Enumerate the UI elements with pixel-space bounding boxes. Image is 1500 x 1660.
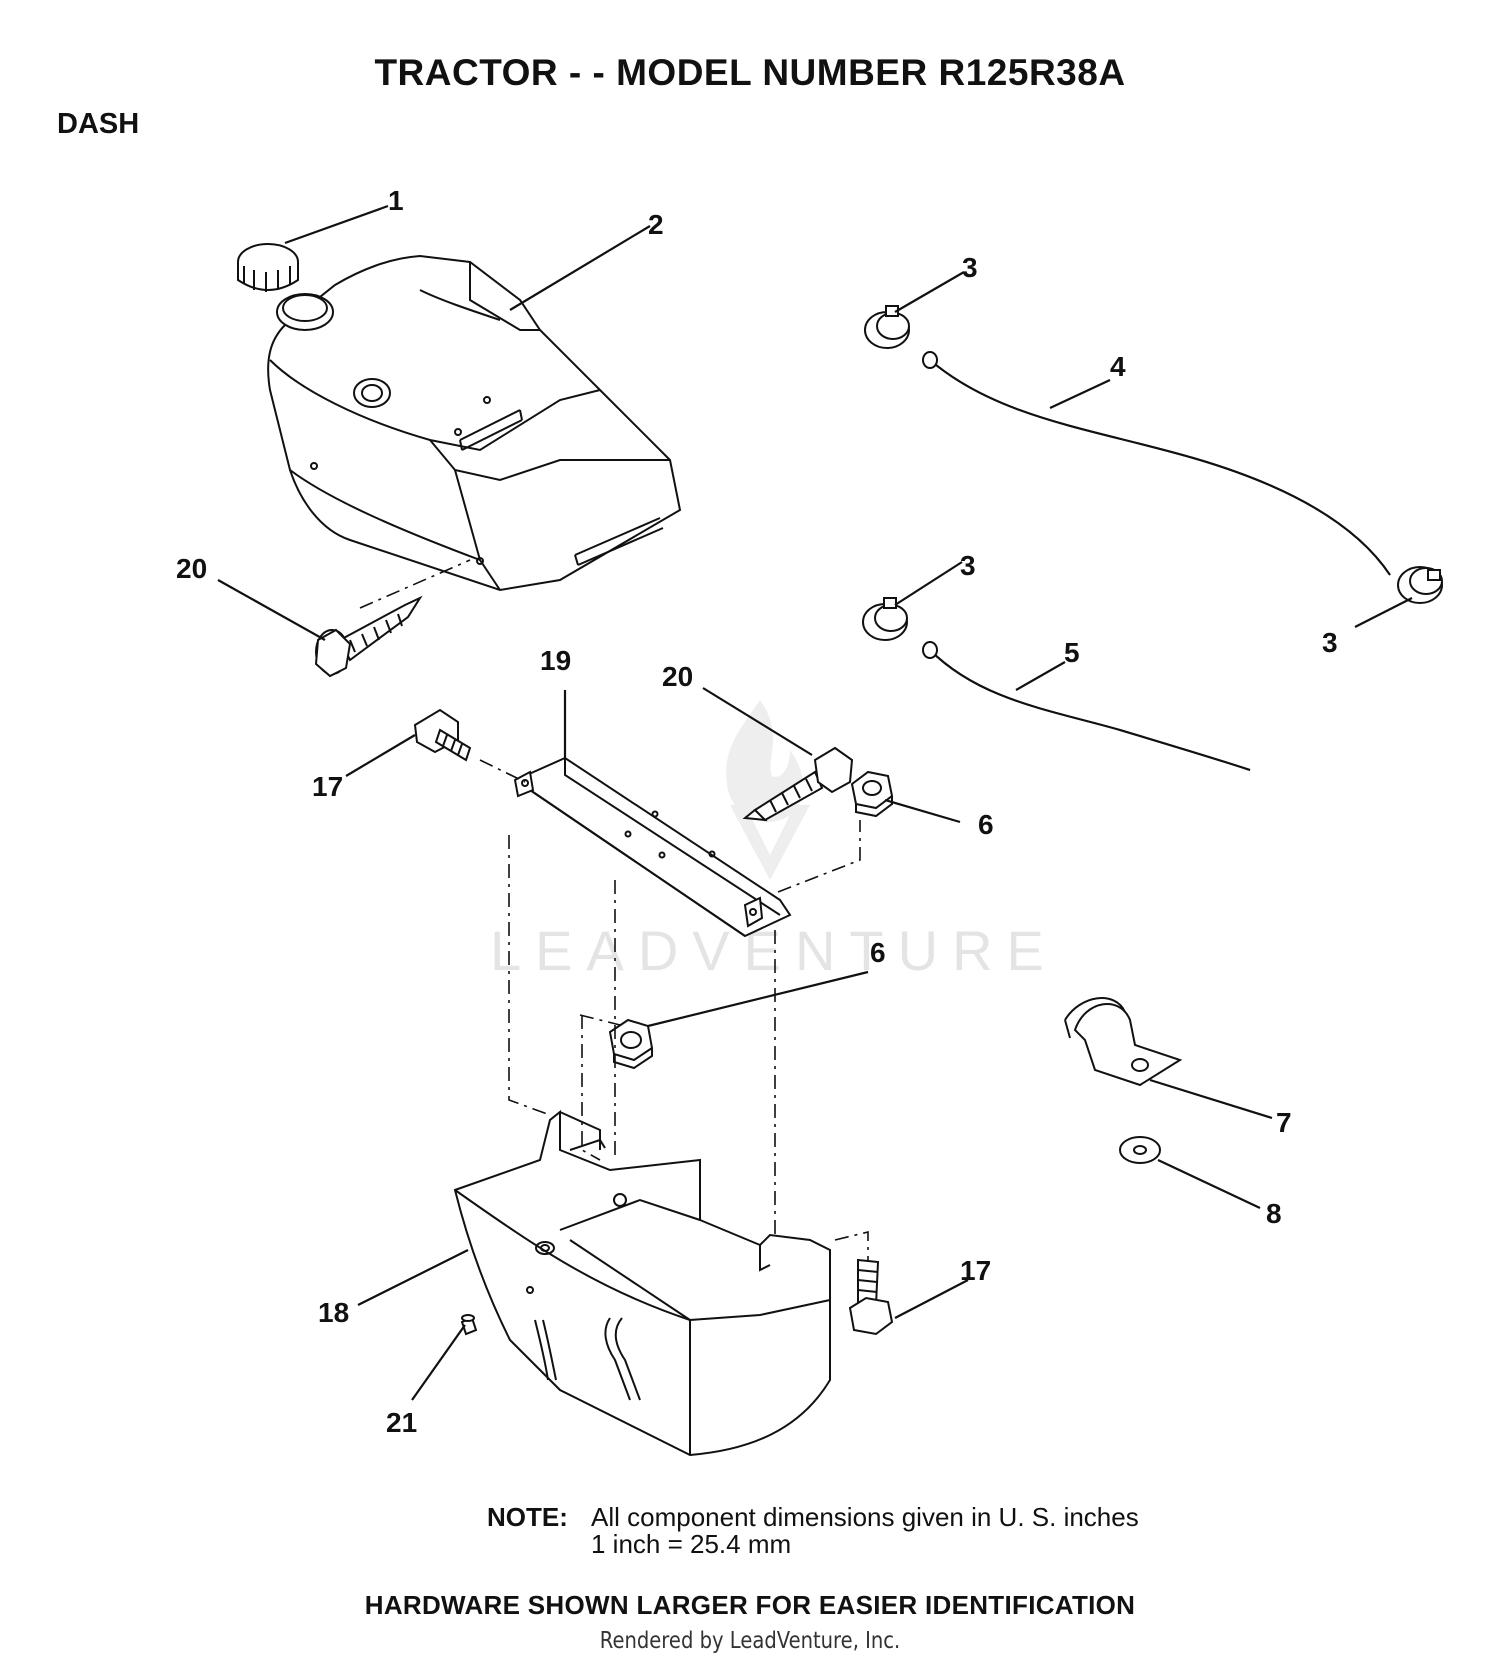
rendered-by-credit: Rendered by LeadVenture, Inc. bbox=[599, 1628, 901, 1654]
part-18-dash-panel bbox=[453, 1109, 831, 1457]
part-21-plug bbox=[460, 1314, 478, 1336]
callout-21: 21 bbox=[386, 1407, 417, 1438]
callout-17: 17 bbox=[960, 1255, 991, 1286]
callout-numbers: 1 2 3 3 3 4 5 6 6 7 8 17 17 18 19 20 20 … bbox=[176, 185, 1338, 1438]
part-1-fuel-cap bbox=[237, 243, 299, 292]
diagram-title: TRACTOR - - MODEL NUMBER R125R38A bbox=[374, 52, 1126, 93]
note-line-1: All component dimensions given in U. S. … bbox=[591, 1502, 1139, 1532]
leader-lines bbox=[217, 204, 1413, 1401]
part-5-fuel-hose-short bbox=[922, 641, 1251, 771]
callout-1: 1 bbox=[388, 185, 404, 216]
callout-20: 20 bbox=[662, 661, 693, 692]
watermark: LEADVENTURE bbox=[490, 700, 1058, 982]
part-2-dash-housing bbox=[267, 254, 682, 592]
callout-3: 3 bbox=[962, 252, 978, 283]
callout-6: 6 bbox=[978, 809, 994, 840]
section-label: DASH bbox=[57, 108, 140, 140]
callout-18: 18 bbox=[318, 1297, 349, 1328]
callout-5: 5 bbox=[1064, 637, 1080, 668]
callout-2: 2 bbox=[648, 209, 664, 240]
part-6-hex-nut-lower bbox=[608, 1018, 654, 1070]
hardware-notice: HARDWARE SHOWN LARGER FOR EASIER IDENTIF… bbox=[364, 1590, 1136, 1620]
part-17-bolt-upper bbox=[413, 708, 472, 762]
callout-3: 3 bbox=[1322, 627, 1338, 658]
part-20-screw-left bbox=[314, 595, 423, 678]
part-8-washer bbox=[1119, 1136, 1161, 1164]
callout-3: 3 bbox=[960, 550, 976, 581]
part-3-hose-clamp-top bbox=[864, 305, 910, 349]
part-4-fuel-hose-long bbox=[922, 351, 1391, 576]
note-line-2: 1 inch = 25.4 mm bbox=[591, 1529, 792, 1559]
part-7-hose-clip bbox=[1064, 997, 1183, 1087]
callout-19: 19 bbox=[540, 645, 571, 676]
callout-20: 20 bbox=[176, 553, 207, 584]
part-20-screw-center bbox=[742, 746, 854, 822]
callout-8: 8 bbox=[1266, 1198, 1282, 1229]
part-17-bolt-lower bbox=[848, 1258, 894, 1336]
callout-7: 7 bbox=[1276, 1107, 1292, 1138]
part-3-hose-clamp-right bbox=[1397, 566, 1443, 604]
note-label: NOTE: bbox=[487, 1502, 568, 1532]
callout-17: 17 bbox=[312, 771, 343, 802]
callout-6: 6 bbox=[870, 937, 886, 968]
assembly-lines bbox=[359, 559, 869, 1262]
part-6-hex-nut-upper bbox=[850, 770, 894, 818]
watermark-text: LEADVENTURE bbox=[490, 919, 1058, 982]
part-3-hose-clamp-middle bbox=[862, 597, 908, 641]
watermark-chevron-icon bbox=[730, 805, 810, 880]
callout-4: 4 bbox=[1110, 351, 1126, 382]
